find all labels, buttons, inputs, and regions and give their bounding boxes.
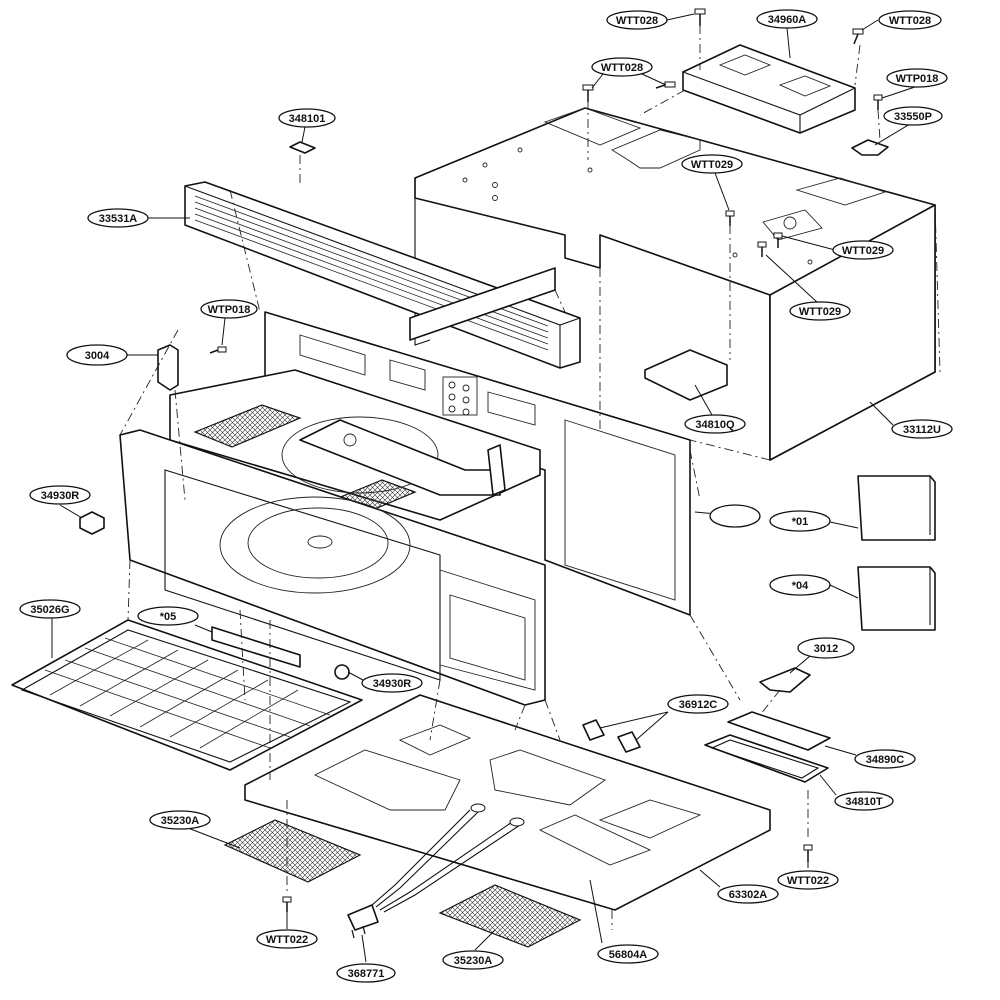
svg-text:WTT022: WTT022: [787, 875, 829, 887]
small-brackets: [157, 139, 889, 693]
label-wtt028-right: WTT028: [878, 10, 942, 30]
svg-text:34890C: 34890C: [866, 754, 905, 766]
svg-text:34810Q: 34810Q: [695, 419, 735, 431]
label-33550p: 33550P: [883, 106, 943, 126]
label-wtp018-top: WTP018: [886, 68, 948, 88]
wire-rack: [11, 619, 363, 771]
label-star-05: *05: [137, 606, 199, 626]
label-wtt022-left: WTT022: [256, 929, 318, 949]
part-labels: WTT028 34960A WTT028 WTT028 WTP018 34810…: [19, 9, 953, 983]
lamp-housing: [704, 711, 831, 783]
label-star-04: *04: [769, 574, 831, 596]
svg-text:WTT028: WTT028: [601, 62, 643, 74]
latch-knobs: [79, 511, 350, 680]
label-blank: [709, 504, 761, 528]
svg-text:348101: 348101: [289, 113, 326, 125]
label-368771: 368771: [336, 963, 396, 983]
outer-cabinet: [414, 107, 936, 461]
assembly-lines: [119, 25, 941, 930]
svg-text:34930R: 34930R: [373, 678, 412, 690]
svg-text:*01: *01: [792, 516, 809, 528]
label-34930r-a: 34930R: [29, 485, 91, 505]
svg-text:36912C: 36912C: [679, 699, 718, 711]
svg-text:3004: 3004: [85, 350, 110, 362]
svg-text:WTT028: WTT028: [889, 15, 931, 27]
label-strip: [211, 626, 301, 668]
svg-text:33550P: 33550P: [894, 111, 932, 123]
svg-text:56804A: 56804A: [609, 949, 648, 961]
svg-text:3012: 3012: [814, 643, 838, 655]
label-35230a-b: 35230A: [442, 950, 504, 970]
label-34810t: 34810T: [834, 791, 894, 811]
screws: [209, 8, 883, 912]
label-35026g: 35026G: [19, 599, 81, 619]
wire-harness: [347, 803, 525, 939]
label-36912c: 36912C: [667, 694, 729, 714]
label-63302a: 63302A: [717, 884, 779, 904]
label-34890c: 34890C: [854, 749, 916, 769]
base-plate: [244, 694, 771, 911]
svg-text:WTT028: WTT028: [616, 15, 658, 27]
svg-text:34930R: 34930R: [41, 490, 80, 502]
svg-text:34810T: 34810T: [845, 796, 883, 808]
svg-text:368771: 368771: [348, 968, 385, 980]
svg-text:33531A: 33531A: [99, 213, 138, 225]
label-33112u: 33112U: [891, 419, 953, 439]
label-wtp018-left: WTP018: [200, 299, 258, 319]
svg-text:*05: *05: [160, 611, 177, 623]
label-34810q: 34810Q: [684, 414, 746, 434]
cavity-chassis: [119, 311, 691, 706]
grease-filter-left: [223, 819, 362, 883]
lamp-sockets: [582, 719, 641, 753]
roof-plate: [682, 44, 856, 134]
label-348101: 348101: [278, 108, 336, 128]
label-wtt028-mid: WTT028: [591, 57, 653, 77]
label-3012: 3012: [797, 637, 855, 659]
svg-text:WTT029: WTT029: [799, 306, 841, 318]
svg-text:WTT029: WTT029: [842, 245, 884, 257]
svg-text:WTT022: WTT022: [266, 934, 308, 946]
label-34960a: 34960A: [756, 9, 818, 29]
svg-text:35026G: 35026G: [30, 604, 69, 616]
label-wtt028-top: WTT028: [606, 10, 668, 30]
svg-text:WTT029: WTT029: [691, 159, 733, 171]
svg-text:35230A: 35230A: [454, 955, 493, 967]
svg-text:WTP018: WTP018: [208, 304, 251, 316]
label-3004: 3004: [66, 344, 128, 366]
label-56804a: 56804A: [597, 944, 659, 964]
svg-text:63302A: 63302A: [729, 889, 768, 901]
svg-text:33112U: 33112U: [903, 424, 941, 436]
label-35230a-a: 35230A: [149, 810, 211, 830]
label-wtt029-a: WTT029: [681, 154, 743, 174]
label-star-01: *01: [769, 510, 831, 532]
svg-text:35230A: 35230A: [161, 815, 200, 827]
label-wtt022-right: WTT022: [777, 870, 839, 890]
svg-text:34960A: 34960A: [768, 14, 807, 26]
label-34930r-b: 34930R: [361, 673, 423, 693]
filter-sheets: [857, 475, 936, 631]
svg-text:*04: *04: [792, 580, 809, 592]
label-wtt029-c: WTT029: [789, 301, 851, 321]
grease-filter-right: [438, 884, 582, 948]
front-grille: [184, 181, 581, 369]
label-33531a: 33531A: [87, 208, 149, 228]
svg-text:WTP018: WTP018: [896, 73, 939, 85]
label-wtt029-b: WTT029: [832, 240, 894, 260]
